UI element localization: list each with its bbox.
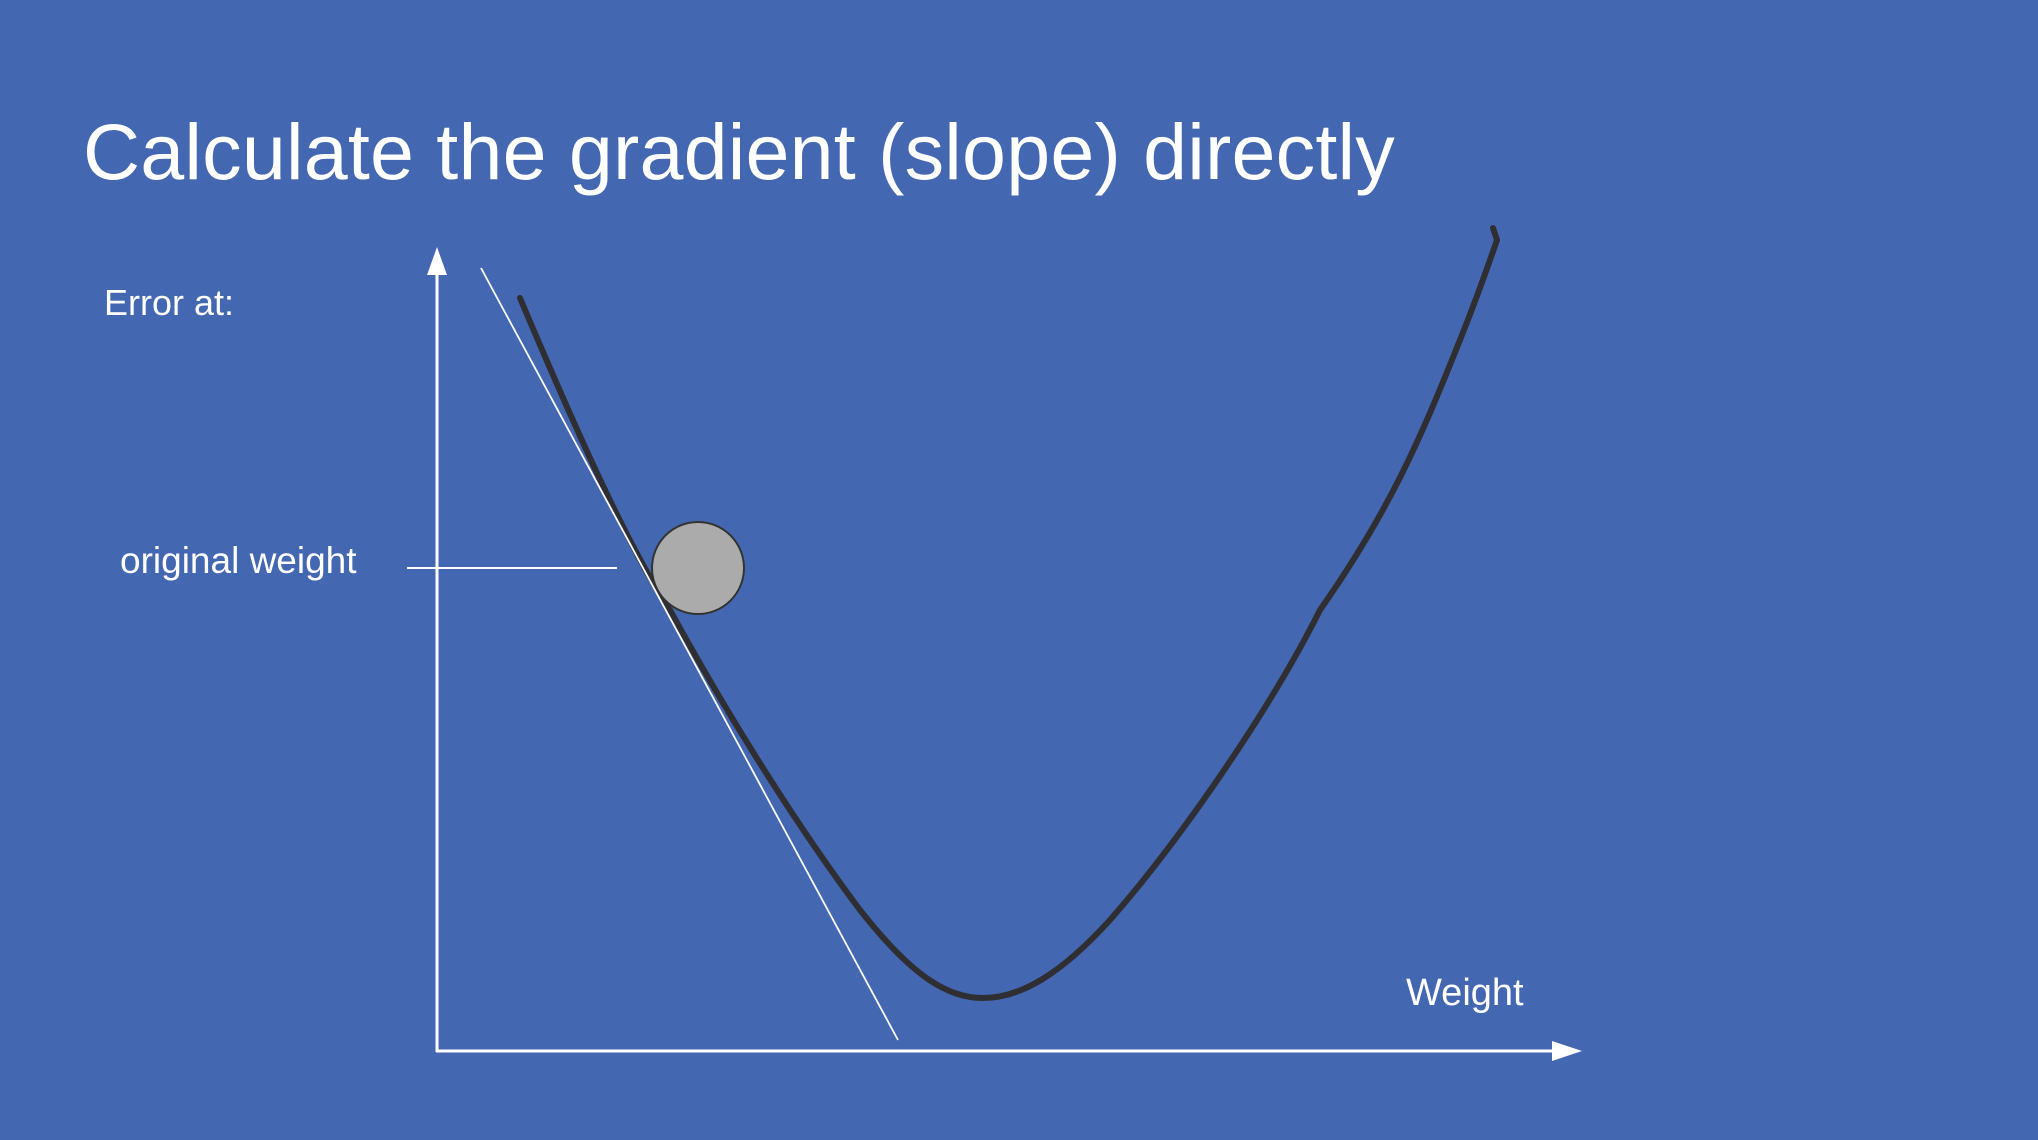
- x-axis-label: Weight: [1406, 972, 1524, 1014]
- y-axis-label: Error at:: [104, 282, 234, 323]
- original-weight-label: original weight: [120, 540, 357, 581]
- slide-title: Calculate the gradient (slope) directly: [83, 107, 1395, 196]
- x-axis-arrowhead: [1552, 1041, 1582, 1061]
- error-curve: [517, 225, 1501, 1002]
- y-axis-arrowhead: [427, 247, 447, 275]
- weight-ball: [651, 521, 745, 615]
- tangent-line: [480, 267, 899, 1041]
